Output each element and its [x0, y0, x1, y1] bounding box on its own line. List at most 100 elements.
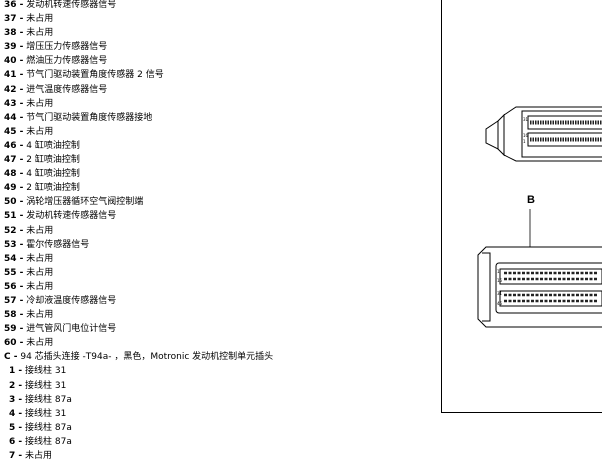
pin-description: 发动机转速传感器信号: [26, 211, 117, 222]
pin-number: C -: [4, 352, 18, 363]
pin-description: 涡轮增压器循环空气阀控制端: [26, 197, 144, 208]
pin-description: 冷却液温度传感器信号: [26, 295, 117, 306]
pin-number: 6 -: [9, 436, 23, 447]
pin-description: 未占用: [25, 451, 53, 461]
lower-connector: [477, 246, 602, 328]
pin-description: 霍尔传感器信号: [26, 239, 90, 250]
upper-pin-1: 1: [523, 139, 526, 144]
pin-description: 接线柱 31: [25, 408, 67, 419]
pin-row: 45 - 未占用: [4, 125, 429, 139]
pin-row: 7 - 未占用: [4, 449, 429, 463]
pin-row: 37 - 未占用: [4, 12, 429, 26]
pin-number: 43 -: [4, 98, 24, 109]
pin-number: 57 -: [4, 295, 24, 306]
pin-row: 42 - 进气温度传感器信号: [4, 83, 429, 97]
pin-number: 4 -: [9, 408, 23, 419]
lower-pin-46: 46: [497, 301, 503, 306]
pin-number: 48 -: [4, 169, 24, 180]
pin-description: 燃油压力传感器信号: [26, 56, 108, 67]
pin-description: 未占用: [26, 98, 54, 109]
pin-row: 47 - 2 缸喷油控制: [4, 153, 429, 167]
pin-row: 43 - 未占用: [4, 97, 429, 111]
pin-number: 54 -: [4, 253, 24, 264]
pin-row: 56 - 未占用: [4, 280, 429, 294]
lower-pin-16: 16: [497, 278, 503, 283]
pin-description: 未占用: [26, 253, 54, 264]
pin-number: 55 -: [4, 267, 24, 278]
pin-row: 39 - 增压压力传感器信号: [4, 40, 429, 54]
pin-description: 未占用: [26, 338, 54, 349]
pin-number: 47 -: [4, 155, 24, 166]
pin-description: 未占用: [26, 14, 54, 25]
pin-number: 38 -: [4, 28, 24, 39]
pin-description: 未占用: [26, 126, 54, 137]
pin-number: 53 -: [4, 239, 24, 250]
pin-number: 1 -: [9, 366, 23, 377]
upper-pin-31: 31: [523, 117, 529, 122]
pin-description: 接线柱 87a: [25, 436, 72, 447]
pin-number: 39 -: [4, 42, 24, 53]
connector-drawing: 31 16 1 B 15 16 30 31 45 46 60 1: [477, 106, 602, 328]
pin-description: 增压压力传感器信号: [26, 42, 108, 53]
pin-description: 未占用: [26, 267, 54, 278]
pin-number: 37 -: [4, 14, 24, 25]
connector-diagram: 31 16 1 B 15 16 30 31 45 46 60 1: [441, 0, 602, 413]
pin-description: 未占用: [26, 28, 54, 39]
pin-row: 52 - 未占用: [4, 224, 429, 238]
pin-row: 54 - 未占用: [4, 252, 429, 266]
pin-description: 进气温度传感器信号: [26, 84, 108, 95]
pin-number: 46 -: [4, 140, 24, 151]
pin-description: 94 芯插头连接 -T94a- ，黑色，Motronic 发动机控制单元插头: [20, 352, 274, 363]
lower-pin-1: 1: [497, 269, 500, 274]
pin-row: 59 - 进气管风门电位计信号: [4, 322, 429, 336]
pin-row: 5 - 接线柱 87a: [4, 421, 429, 435]
pin-row: 40 - 燃油压力传感器信号: [4, 54, 429, 68]
pin-number: 42 -: [4, 84, 24, 95]
pin-number: 56 -: [4, 281, 24, 292]
pin-number: 51 -: [4, 211, 24, 222]
pin-description: 未占用: [26, 225, 54, 236]
pin-description: 4 缸喷油控制: [26, 169, 80, 180]
pin-description: 未占用: [26, 310, 54, 321]
pin-number: 50 -: [4, 197, 24, 208]
pin-row: 44 - 节气门驱动装置角度传感器接地: [4, 111, 429, 125]
pin-row: 2 - 接线柱 31: [4, 379, 429, 393]
pin-description: 2 缸喷油控制: [26, 183, 80, 194]
label-b: B: [527, 194, 535, 206]
lower-pin-31: 31: [497, 291, 503, 296]
connector-heading: C - 94 芯插头连接 -T94a- ，黑色，Motronic 发动机控制单元…: [4, 350, 429, 364]
pin-description: 节气门驱动装置角度传感器接地: [26, 112, 153, 123]
pin-row: 57 - 冷却液温度传感器信号: [4, 294, 429, 308]
pin-description: 接线柱 31: [25, 380, 67, 391]
pin-row: 41 - 节气门驱动装置角度传感器 2 信号: [4, 68, 429, 82]
pin-number: 58 -: [4, 310, 24, 321]
pin-description: 进气管风门电位计信号: [26, 324, 117, 335]
pin-number: 52 -: [4, 225, 24, 236]
pin-row: 46 - 4 缸喷油控制: [4, 139, 429, 153]
pin-description: 接线柱 87a: [25, 394, 72, 405]
pin-number: 3 -: [9, 394, 23, 405]
pin-description: 接线柱 31: [25, 366, 67, 377]
pin-row: 53 - 霍尔传感器信号: [4, 238, 429, 252]
pin-description: 发动机转速传感器信号: [26, 0, 117, 10]
pin-row: 38 - 未占用: [4, 26, 429, 40]
pin-row: 58 - 未占用: [4, 308, 429, 322]
pin-row: 51 - 发动机转速传感器信号: [4, 209, 429, 223]
pin-description: 接线柱 87a: [25, 422, 72, 433]
upper-pin-16: 16: [523, 133, 529, 138]
pin-number: 59 -: [4, 324, 24, 335]
pin-row: 55 - 未占用: [4, 266, 429, 280]
pin-description: 2 缸喷油控制: [26, 155, 80, 166]
pin-number: 40 -: [4, 56, 24, 67]
pin-number: 44 -: [4, 112, 24, 123]
pin-row: 4 - 接线柱 31: [4, 407, 429, 421]
pin-row: 48 - 4 缸喷油控制: [4, 167, 429, 181]
pin-description: 4 缸喷油控制: [26, 140, 80, 151]
upper-connector: [485, 106, 602, 162]
pin-row: 60 - 未占用: [4, 336, 429, 350]
pin-number: 41 -: [4, 70, 24, 81]
pin-number: 60 -: [4, 338, 24, 349]
pin-row: 50 - 涡轮增压器循环空气阀控制端: [4, 195, 429, 209]
pin-number: 2 -: [9, 380, 23, 391]
pin-row: 6 - 接线柱 87a: [4, 435, 429, 449]
